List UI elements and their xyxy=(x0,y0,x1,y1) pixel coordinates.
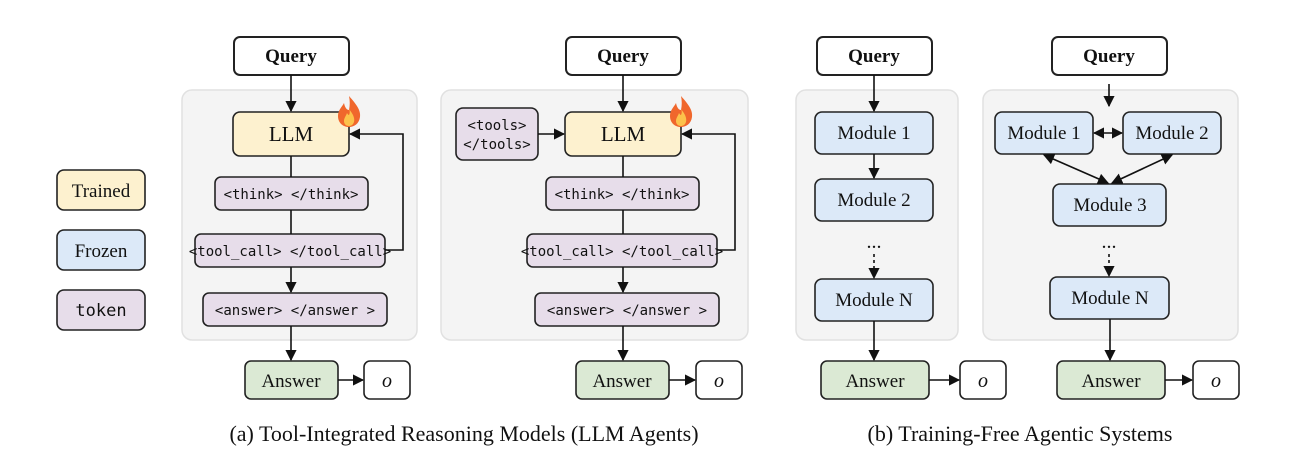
answer-label: Answer xyxy=(261,371,321,392)
answer-label: Answer xyxy=(592,371,652,392)
output-label: o xyxy=(714,370,724,392)
module-2-label: Module 2 xyxy=(1135,123,1208,144)
legend-frozen-label: Frozen xyxy=(75,241,128,262)
legend-frozen-swatch xyxy=(56,229,146,271)
module-3-box xyxy=(1052,183,1167,227)
legend-token-swatch xyxy=(56,289,146,331)
module-n-label: Module N xyxy=(1071,288,1149,309)
legend-token-label: token xyxy=(75,301,126,321)
tools-close-label: </tools> xyxy=(463,137,530,153)
feedback-loop-arrow xyxy=(680,128,736,251)
tool-call-token-label: <tool_call> </tool_call> xyxy=(521,244,723,260)
panel-b-left: Query Module 1 Module 2 ... Module N Ans… xyxy=(795,36,1007,400)
module-1-label: Module 1 xyxy=(837,123,910,144)
feedback-loop-arrow xyxy=(348,128,404,251)
query-box xyxy=(1051,36,1168,76)
panel-b-right: Query Module 1 Module 2 Module 3 ... Mod… xyxy=(982,36,1240,400)
answer-token-label: <answer> </answer > xyxy=(215,303,375,319)
arrow-module-2-module-3 xyxy=(1110,154,1174,184)
ellipsis: ... xyxy=(1102,231,1117,253)
query-label: Query xyxy=(848,46,900,67)
legend: Trained Frozen token xyxy=(56,169,146,331)
legend-trained-label: Trained xyxy=(72,181,131,202)
panel-a-right: Query <tools> </tools> LLM <think> </thi… xyxy=(440,36,749,400)
ellipsis: ... xyxy=(867,231,882,253)
llm-label: LLM xyxy=(601,122,646,146)
answer-token-label: <answer> </answer > xyxy=(547,303,707,319)
caption-b: (b) Training-Free Agentic Systems xyxy=(868,421,1173,446)
output-label: o xyxy=(1211,370,1221,392)
query-label: Query xyxy=(597,46,649,67)
panel-a-left: Query LLM <think> </think> <tool_call> <… xyxy=(181,36,418,400)
output-label: o xyxy=(382,370,392,392)
answer-label: Answer xyxy=(845,371,905,392)
legend-trained-swatch xyxy=(56,169,146,211)
query-label: Query xyxy=(1083,46,1135,67)
tools-open-label: <tools> xyxy=(467,118,526,134)
module-3-label: Module 3 xyxy=(1073,195,1146,216)
module-1-label: Module 1 xyxy=(1007,123,1080,144)
module-n-label: Module N xyxy=(835,290,913,311)
think-token-label: <think> </think> xyxy=(224,187,359,203)
module-2-label: Module 2 xyxy=(837,190,910,211)
think-token-label: <think> </think> xyxy=(555,187,690,203)
query-label: Query xyxy=(265,46,317,67)
tool-call-token-label: <tool_call> </tool_call> xyxy=(189,244,391,260)
arrow-module-1-module-3 xyxy=(1042,153,1110,185)
caption-a: (a) Tool-Integrated Reasoning Models (LL… xyxy=(229,421,698,446)
output-label: o xyxy=(978,370,988,392)
llm-label: LLM xyxy=(269,122,314,146)
answer-label: Answer xyxy=(1081,371,1141,392)
